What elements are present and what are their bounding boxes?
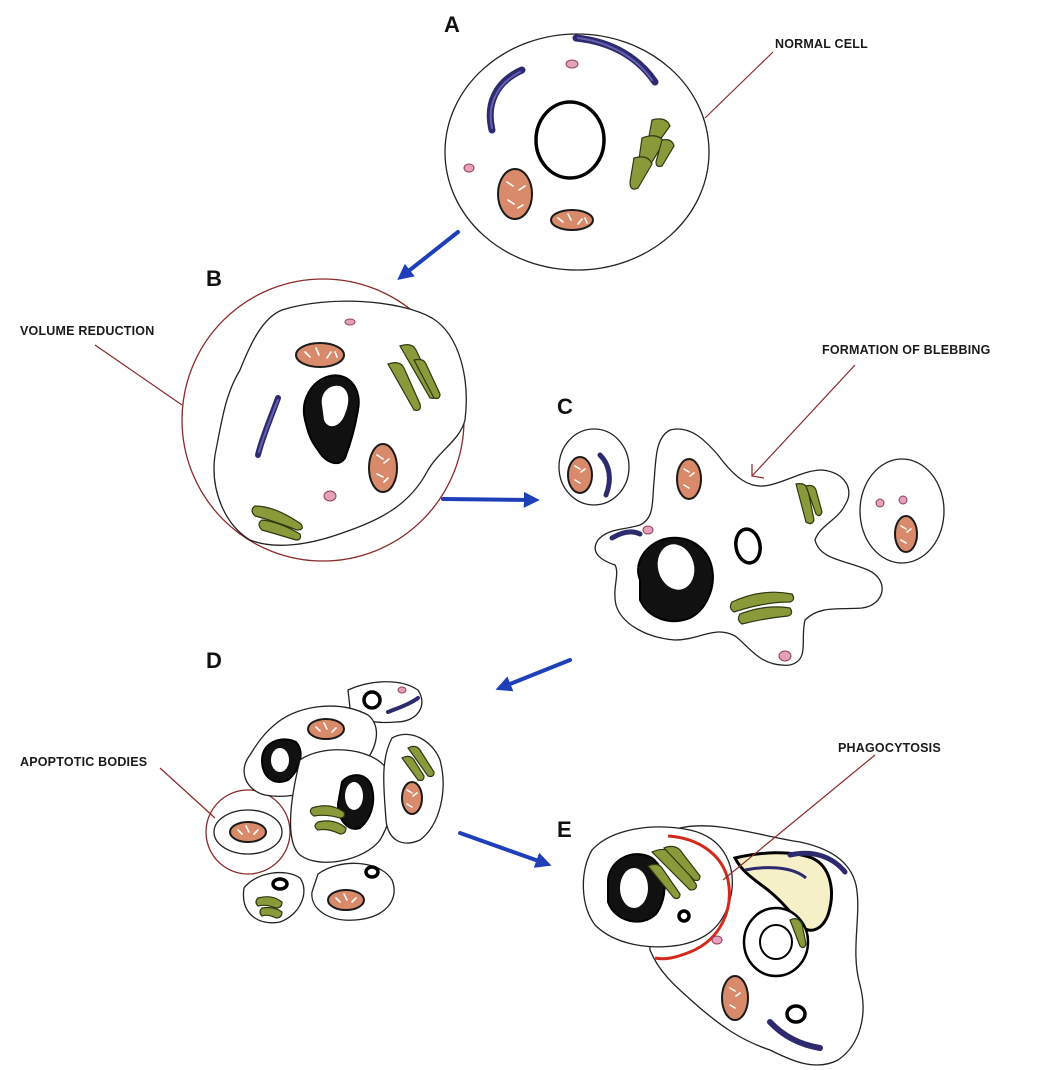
mitochondrion — [677, 459, 701, 499]
stage-label-c: C — [557, 394, 573, 419]
arrow-d-to-e — [460, 833, 547, 864]
mitochondrion — [369, 444, 397, 492]
vesicle — [324, 491, 336, 501]
vesicle — [566, 60, 578, 68]
mitochondrion — [308, 719, 344, 739]
phagocyte-nucleus — [744, 908, 808, 976]
stage-label-d: D — [206, 648, 222, 673]
mitochondrion — [895, 516, 917, 552]
callout-normal-cell: NORMAL CELL — [775, 37, 868, 51]
stage-d-apoptotic-bodies — [206, 682, 443, 923]
leader-blebbing-head — [752, 464, 764, 478]
stage-e-phagocytosis — [583, 826, 863, 1065]
stage-label-e: E — [557, 817, 572, 842]
mitochondrion — [296, 343, 344, 367]
mitochondrion — [328, 890, 364, 910]
vesicle — [345, 319, 355, 325]
callout-formation-of-blebbing: FORMATION OF BLEBBING — [822, 343, 991, 357]
vesicle — [464, 164, 474, 172]
mitochondrion — [551, 210, 593, 230]
mitochondrion — [568, 457, 592, 493]
stage-a-normal-cell — [445, 34, 709, 270]
leader-apoptotic-bodies — [160, 768, 215, 818]
callout-phagocytosis: PHAGOCYTOSIS — [838, 741, 941, 755]
mitochondrion — [722, 976, 748, 1020]
mitochondrion — [498, 169, 532, 219]
stage-b-volume-reduction — [182, 279, 466, 561]
arrow-a-to-b — [401, 232, 458, 277]
leader-volume-reduction — [95, 345, 182, 405]
mitochondrion — [230, 822, 266, 842]
arrow-b-to-c — [443, 499, 535, 500]
stage-label-b: B — [206, 266, 222, 291]
mitochondrion — [402, 782, 422, 814]
callout-volume-reduction: VOLUME REDUCTION — [20, 324, 154, 338]
callout-apoptotic-bodies: APOPTOTIC BODIES — [20, 755, 147, 769]
leader-normal-cell — [705, 52, 773, 118]
leader-blebbing — [752, 365, 855, 476]
arrow-c-to-d — [500, 660, 570, 688]
stage-label-a: A — [444, 12, 460, 37]
